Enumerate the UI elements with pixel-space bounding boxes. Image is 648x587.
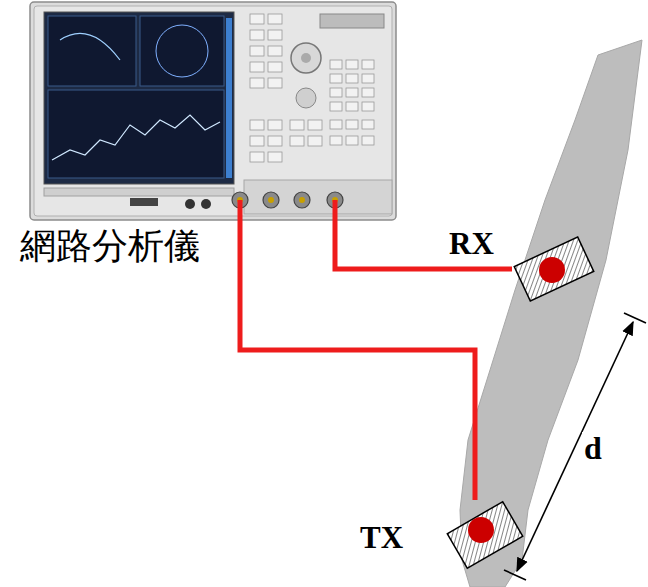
- dimension-label: d: [582, 432, 604, 464]
- electrode-contact: [468, 517, 494, 543]
- cable-stub: [238, 200, 243, 222]
- electrode-node: RX: [512, 236, 596, 302]
- coax-cable: [240, 222, 475, 500]
- network-analyzer: [30, 2, 396, 220]
- electrode-label: RX: [449, 228, 494, 259]
- electrode-patch: [445, 500, 525, 570]
- instrument-label: 網路分析儀: [20, 228, 200, 264]
- electrode-label: TX: [360, 522, 403, 553]
- coax-cable: [335, 222, 512, 269]
- electrode-node: TX: [445, 500, 525, 570]
- arm-silhouette: [460, 40, 642, 587]
- electrode-patch: [512, 236, 596, 302]
- dimension-line: [504, 313, 646, 580]
- electrode-contact: [539, 257, 565, 283]
- instrument-node: 網路分析儀: [30, 0, 398, 222]
- cable-stub: [333, 200, 338, 222]
